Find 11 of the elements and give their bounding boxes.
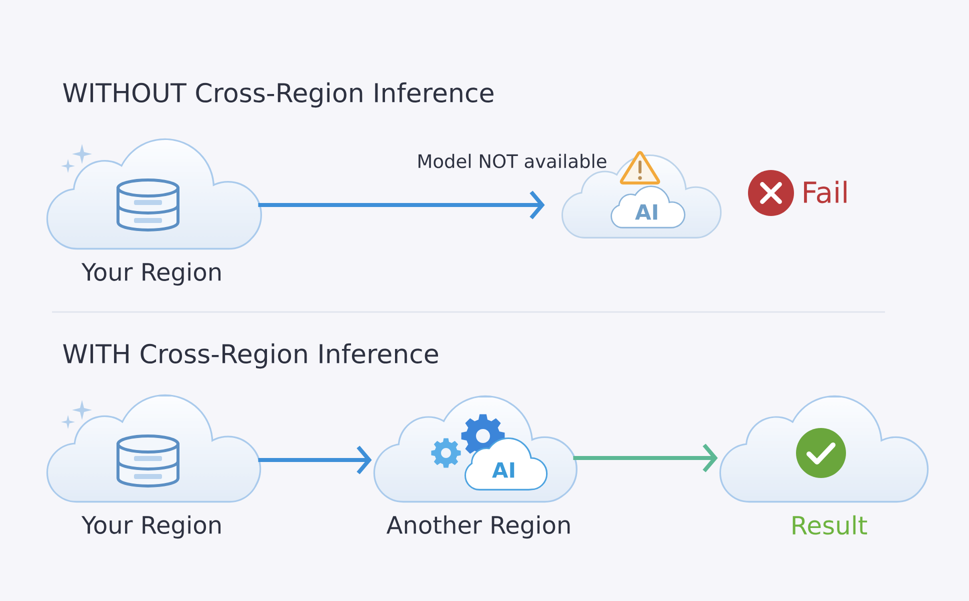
arrow: [258, 190, 545, 220]
arrow: [573, 444, 718, 472]
node-caption: Another Region: [386, 515, 570, 539]
edge-label: Model NOT available: [418, 154, 606, 168]
section-heading: WITH Cross-Region Inference: [63, 343, 438, 369]
arrow: [258, 446, 372, 474]
node-caption: Your Region: [81, 262, 221, 286]
section-heading: WITHOUT Cross-Region Inference: [63, 82, 494, 108]
node-caption: Your Region: [81, 515, 221, 539]
status-label: Fail: [804, 180, 846, 204]
node-caption: Result: [792, 515, 868, 535]
